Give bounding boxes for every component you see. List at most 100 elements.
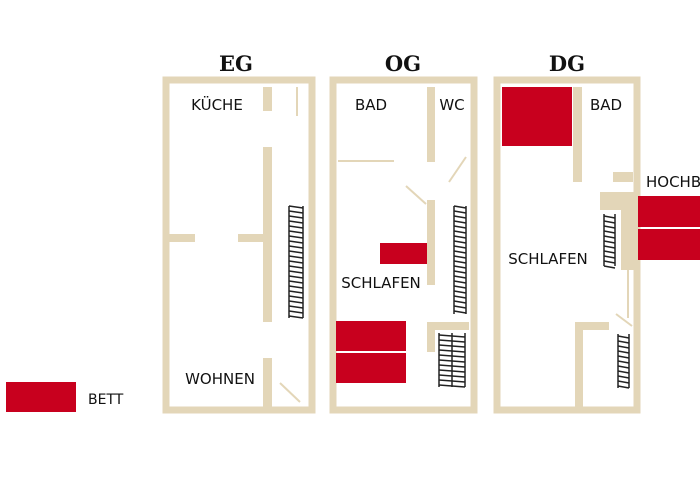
room-label-bad: BAD bbox=[355, 96, 387, 114]
room-label-schlafen-dg: SCHLAFEN bbox=[508, 250, 588, 268]
interior-wall bbox=[263, 87, 272, 111]
stair-tread bbox=[288, 215, 304, 219]
stair-tread bbox=[438, 354, 466, 358]
stair-tread bbox=[453, 305, 467, 309]
interior-wall bbox=[263, 358, 272, 407]
stair-tread bbox=[453, 215, 467, 219]
interior-wall bbox=[427, 200, 435, 285]
stair-tread bbox=[603, 215, 616, 219]
outer-wall-eg bbox=[162, 76, 316, 414]
stair-tread bbox=[288, 260, 304, 264]
stair-tread bbox=[438, 334, 466, 338]
stair-tread bbox=[288, 285, 304, 289]
stair-tread bbox=[288, 240, 304, 244]
bed-og-2 bbox=[336, 353, 406, 383]
stair-tread bbox=[453, 250, 467, 254]
stair-tread bbox=[438, 344, 466, 348]
stair-tread bbox=[288, 305, 304, 309]
room-label-wc: WC bbox=[439, 96, 464, 114]
interior-wall bbox=[435, 322, 469, 330]
stair-tread bbox=[438, 359, 466, 363]
stair-tread bbox=[617, 365, 630, 369]
stair-tread bbox=[603, 225, 616, 229]
room-label-wohnen: WOHNEN bbox=[185, 370, 255, 388]
stair-tread bbox=[603, 230, 616, 234]
stair-tread bbox=[603, 260, 616, 264]
stair-tread bbox=[288, 290, 304, 294]
stair-tread bbox=[453, 205, 467, 209]
stair-tread bbox=[288, 280, 304, 284]
stair-tread bbox=[603, 240, 616, 244]
stair-tread bbox=[288, 210, 304, 214]
stair-tread bbox=[617, 335, 630, 339]
stair-tread bbox=[453, 290, 467, 294]
stair-tread bbox=[617, 340, 630, 344]
stair-tread bbox=[453, 240, 467, 244]
stair-tread bbox=[617, 380, 630, 384]
interior-wall bbox=[169, 234, 195, 242]
stair-tread bbox=[453, 235, 467, 239]
room-label-schlafen: SCHLAFEN bbox=[341, 274, 421, 292]
stair-tread bbox=[288, 245, 304, 249]
stair-tread bbox=[438, 374, 466, 378]
stair-tread bbox=[617, 355, 630, 359]
stair-tread bbox=[617, 375, 630, 379]
floor-title-dg: DG bbox=[549, 51, 585, 76]
legend-bed-label: BETT bbox=[88, 392, 124, 408]
interior-wall bbox=[575, 322, 609, 330]
stair-tread bbox=[438, 364, 466, 368]
door-swing bbox=[279, 382, 301, 403]
stair-tread bbox=[603, 255, 616, 259]
stair-tread bbox=[288, 310, 304, 314]
stair-tread bbox=[453, 210, 467, 214]
stair-tread bbox=[453, 300, 467, 304]
stairs-dg-lower bbox=[617, 334, 630, 389]
stairs-eg bbox=[288, 205, 304, 319]
floor-title-eg: EG bbox=[219, 51, 253, 76]
bed-dg-hoch-1 bbox=[638, 196, 700, 227]
interior-wall bbox=[575, 322, 583, 407]
stairs-dg bbox=[603, 214, 616, 269]
stair-tread bbox=[288, 300, 304, 304]
door-swing bbox=[615, 313, 633, 327]
bed-dg-hoch-2 bbox=[638, 229, 700, 260]
interior-wall bbox=[238, 234, 266, 242]
legend: BETT bbox=[6, 382, 124, 412]
stair-tread bbox=[603, 250, 616, 254]
bed-og-1 bbox=[336, 321, 406, 351]
stair-tread bbox=[453, 285, 467, 289]
stair-tread bbox=[453, 270, 467, 274]
stair-tread bbox=[617, 370, 630, 374]
stair-tread bbox=[453, 245, 467, 249]
stair-tread bbox=[453, 295, 467, 299]
stair-tread bbox=[453, 275, 467, 279]
floor-title-og: OG bbox=[385, 51, 421, 76]
bed-dg bbox=[502, 87, 572, 146]
stair-tread bbox=[288, 205, 304, 209]
stair-tread bbox=[453, 265, 467, 269]
interior-wall bbox=[613, 172, 633, 182]
interior-wall bbox=[427, 87, 435, 162]
stair-tread bbox=[603, 235, 616, 239]
stair-tread bbox=[288, 275, 304, 279]
stair-tread bbox=[288, 220, 304, 224]
room-label-hochbett: HOCHB bbox=[646, 173, 700, 191]
stair-tread bbox=[603, 245, 616, 249]
stair-tread bbox=[438, 339, 466, 343]
stair-tread bbox=[453, 230, 467, 234]
stair-tread bbox=[438, 369, 466, 373]
stair-tread bbox=[617, 350, 630, 354]
stair-tread bbox=[288, 225, 304, 229]
door-swing bbox=[448, 156, 467, 183]
stair-tread bbox=[617, 360, 630, 364]
stair-tread bbox=[288, 270, 304, 274]
stairs-og-lower bbox=[438, 333, 466, 388]
stair-tread bbox=[438, 379, 466, 383]
stair-tread bbox=[453, 220, 467, 224]
interior-wall bbox=[263, 147, 272, 322]
stair-tread bbox=[453, 310, 467, 314]
stair-tread bbox=[603, 220, 616, 224]
stair-tread bbox=[438, 384, 466, 388]
stair-tread bbox=[288, 295, 304, 299]
